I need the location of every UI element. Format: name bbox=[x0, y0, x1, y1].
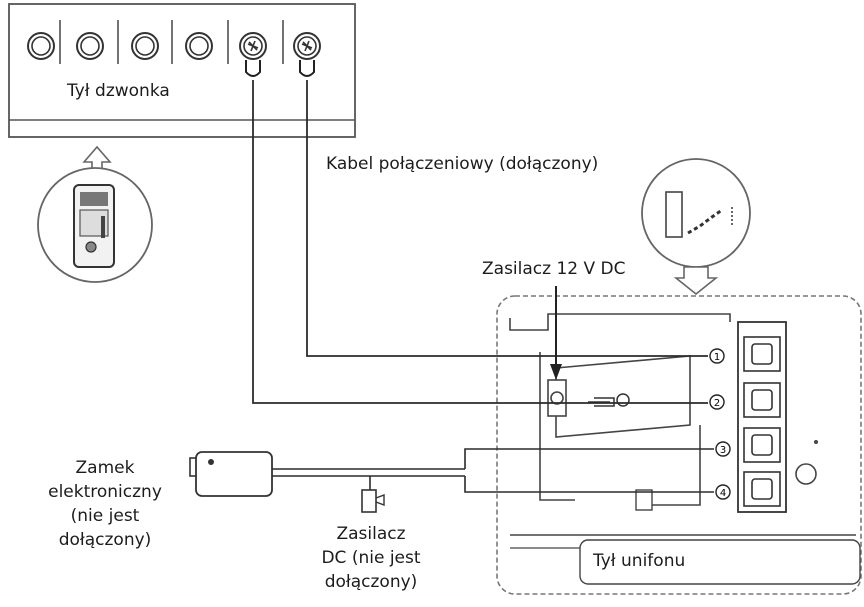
terminal-4-icon bbox=[715, 484, 731, 500]
electronic-lock-icon bbox=[189, 451, 273, 497]
doorbell-unit-icon bbox=[37, 167, 153, 283]
dc-supply-plug-icon bbox=[361, 489, 385, 513]
terminal-2-label: 2 bbox=[714, 398, 720, 409]
electronic-lock-label: Zamek elektroniczny (nie jest dołączony) bbox=[48, 458, 162, 550]
doorbell-terminal-screw-left bbox=[239, 32, 267, 60]
terminal-detail-magnifier-icon bbox=[641, 158, 751, 296]
terminal-markers: 1 2 3 4 bbox=[709, 348, 731, 500]
doorbell-back-label: Tył dzwonka bbox=[67, 81, 170, 101]
lock-wires bbox=[272, 448, 714, 498]
intercom-back-panel bbox=[496, 295, 862, 595]
connection-cable-wires bbox=[252, 80, 708, 404]
power-supply-12v-label: Zasilacz 12 V DC bbox=[482, 259, 626, 279]
terminal-3-label: 3 bbox=[720, 445, 726, 456]
doorbell-terminal-screw-right bbox=[293, 32, 321, 60]
dc-supply-label: Zasilacz DC (nie jest dołączony) bbox=[321, 524, 421, 592]
terminal-1-icon bbox=[709, 348, 725, 364]
terminal-3-icon bbox=[715, 441, 731, 457]
power-supply-arrow bbox=[550, 286, 562, 380]
doorbell-back-panel bbox=[8, 3, 356, 138]
terminal-4-label: 4 bbox=[720, 488, 726, 499]
intercom-back-label: Tył unifonu bbox=[593, 551, 686, 571]
up-arrow-icon bbox=[82, 145, 112, 173]
connection-cable-label: Kabel połączeniowy (dołączony) bbox=[326, 154, 599, 174]
terminal-1-label: 1 bbox=[714, 352, 720, 363]
terminal-2-icon bbox=[709, 394, 725, 410]
